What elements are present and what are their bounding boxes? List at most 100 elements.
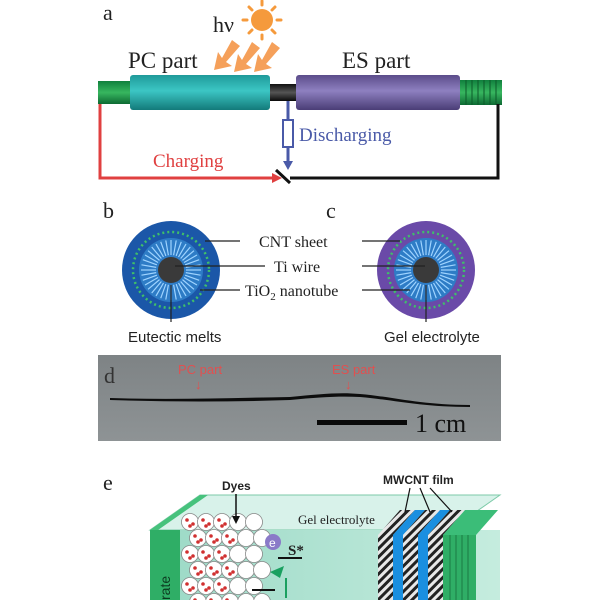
tio2-sphere xyxy=(205,561,223,579)
s-star-label: S* xyxy=(288,543,304,559)
sun-icon xyxy=(241,0,283,41)
nanotube-ray xyxy=(155,243,165,258)
d-pc-part-label: PC part xyxy=(178,362,222,377)
tio2-sphere xyxy=(237,593,255,600)
nanotube-ray xyxy=(440,272,456,276)
dye-dot xyxy=(188,524,192,528)
nanotube-ray xyxy=(410,243,420,258)
dye-dot xyxy=(223,586,227,590)
nanotube-ray xyxy=(415,241,422,257)
dye-dot xyxy=(223,522,227,526)
electron-icon xyxy=(265,534,281,550)
cross-section-c xyxy=(377,221,475,319)
tio2-sphere xyxy=(245,545,263,563)
tio2-sphere xyxy=(197,545,215,563)
tio2-sphere xyxy=(237,529,255,547)
tio2-sphere xyxy=(245,513,263,531)
nanotube-ray xyxy=(415,283,422,299)
d-es-part-label: ES part xyxy=(332,362,376,377)
nanotube-ray xyxy=(142,259,158,266)
dye-dot xyxy=(191,586,195,590)
nanotube-ray xyxy=(141,272,157,276)
dye-dot xyxy=(199,570,203,574)
nanotube-ray xyxy=(428,284,432,300)
dye-dot xyxy=(220,556,224,560)
dye-dot xyxy=(204,556,208,560)
fiber-photo xyxy=(110,393,470,407)
es-segment xyxy=(296,75,460,110)
nanotube-ray xyxy=(173,240,177,256)
dye-dot xyxy=(204,524,208,528)
tio2-sphere xyxy=(189,593,207,600)
nanotube-ray xyxy=(420,240,424,256)
tio2-sphere xyxy=(181,513,199,531)
nanotube-ray xyxy=(151,281,162,294)
nanotube-ray xyxy=(175,283,182,299)
tio2-sphere xyxy=(205,593,223,600)
nanotube-ray xyxy=(438,254,453,264)
caption-gel: Gel electrolyte xyxy=(384,329,480,346)
nanotube-ray xyxy=(142,274,158,281)
tio2-sphere xyxy=(245,577,263,595)
dye-dot xyxy=(201,582,205,586)
tio2-sphere xyxy=(205,529,223,547)
panel-b-letter: b xyxy=(103,198,114,223)
label-tio2: TiO2 nanotube xyxy=(245,283,338,303)
nanotube-ray xyxy=(399,254,414,264)
nanotube-ray xyxy=(182,279,195,290)
right-lead xyxy=(460,80,502,105)
nanotube-ray xyxy=(144,276,159,286)
dye-dot xyxy=(231,570,235,574)
dye-dot xyxy=(188,588,192,592)
dye-dot xyxy=(188,556,192,560)
nanotube-ray xyxy=(397,274,413,281)
dye-dot xyxy=(209,534,213,538)
nanotube-ray xyxy=(184,259,200,266)
dye-dot xyxy=(217,550,221,554)
tio2-sphere xyxy=(253,561,271,579)
dye-dot xyxy=(217,518,221,522)
nanotube-ray xyxy=(435,246,446,259)
nanotube-ray xyxy=(185,272,201,276)
nanotube-ray xyxy=(396,272,412,276)
dye-dot xyxy=(185,550,189,554)
tio2-sphere xyxy=(253,593,271,600)
dye-dot xyxy=(209,566,213,570)
dye-dot xyxy=(212,572,216,576)
dye-dot xyxy=(185,518,189,522)
dye-dot xyxy=(228,540,232,544)
nanotube-ray xyxy=(147,279,160,290)
nanotube-ray xyxy=(435,281,446,294)
charging-label: Charging xyxy=(153,151,224,172)
mwcnt-label: MWCNT film xyxy=(383,473,454,487)
nanotube-ray xyxy=(430,241,437,257)
tio2-sphere xyxy=(221,593,239,600)
dye-dot xyxy=(231,538,235,542)
nanotube-ray xyxy=(147,250,160,261)
nanotube-ray xyxy=(173,284,177,300)
dye-dot xyxy=(225,534,229,538)
switch-icon xyxy=(274,168,292,185)
nanotube-ray xyxy=(165,240,169,256)
panel-d-letter: d xyxy=(104,363,115,388)
nanotube-ray xyxy=(155,282,165,297)
nanotube-ray xyxy=(151,246,162,259)
dye-dot xyxy=(193,534,197,538)
nanotube-ray xyxy=(439,274,455,281)
panel-c-letter: c xyxy=(326,198,336,223)
dye-dot xyxy=(217,582,221,586)
tio2-sphere xyxy=(237,561,255,579)
dye-dot xyxy=(223,554,227,558)
nanotube-ray xyxy=(439,259,455,266)
nanotube-ray xyxy=(428,240,432,256)
dye-dot xyxy=(191,554,195,558)
dye-dot xyxy=(215,538,219,542)
tio2-sphere xyxy=(197,577,215,595)
panel-a: a hν PC part ES part xyxy=(98,0,502,185)
tio2-sphere xyxy=(221,561,239,579)
nanotube-ray xyxy=(406,246,417,259)
scale-label: 1 cm xyxy=(415,409,466,438)
gel-label: Gel electrolyte xyxy=(298,512,375,527)
dye-dot xyxy=(201,550,205,554)
nanotube-ray xyxy=(165,284,169,300)
